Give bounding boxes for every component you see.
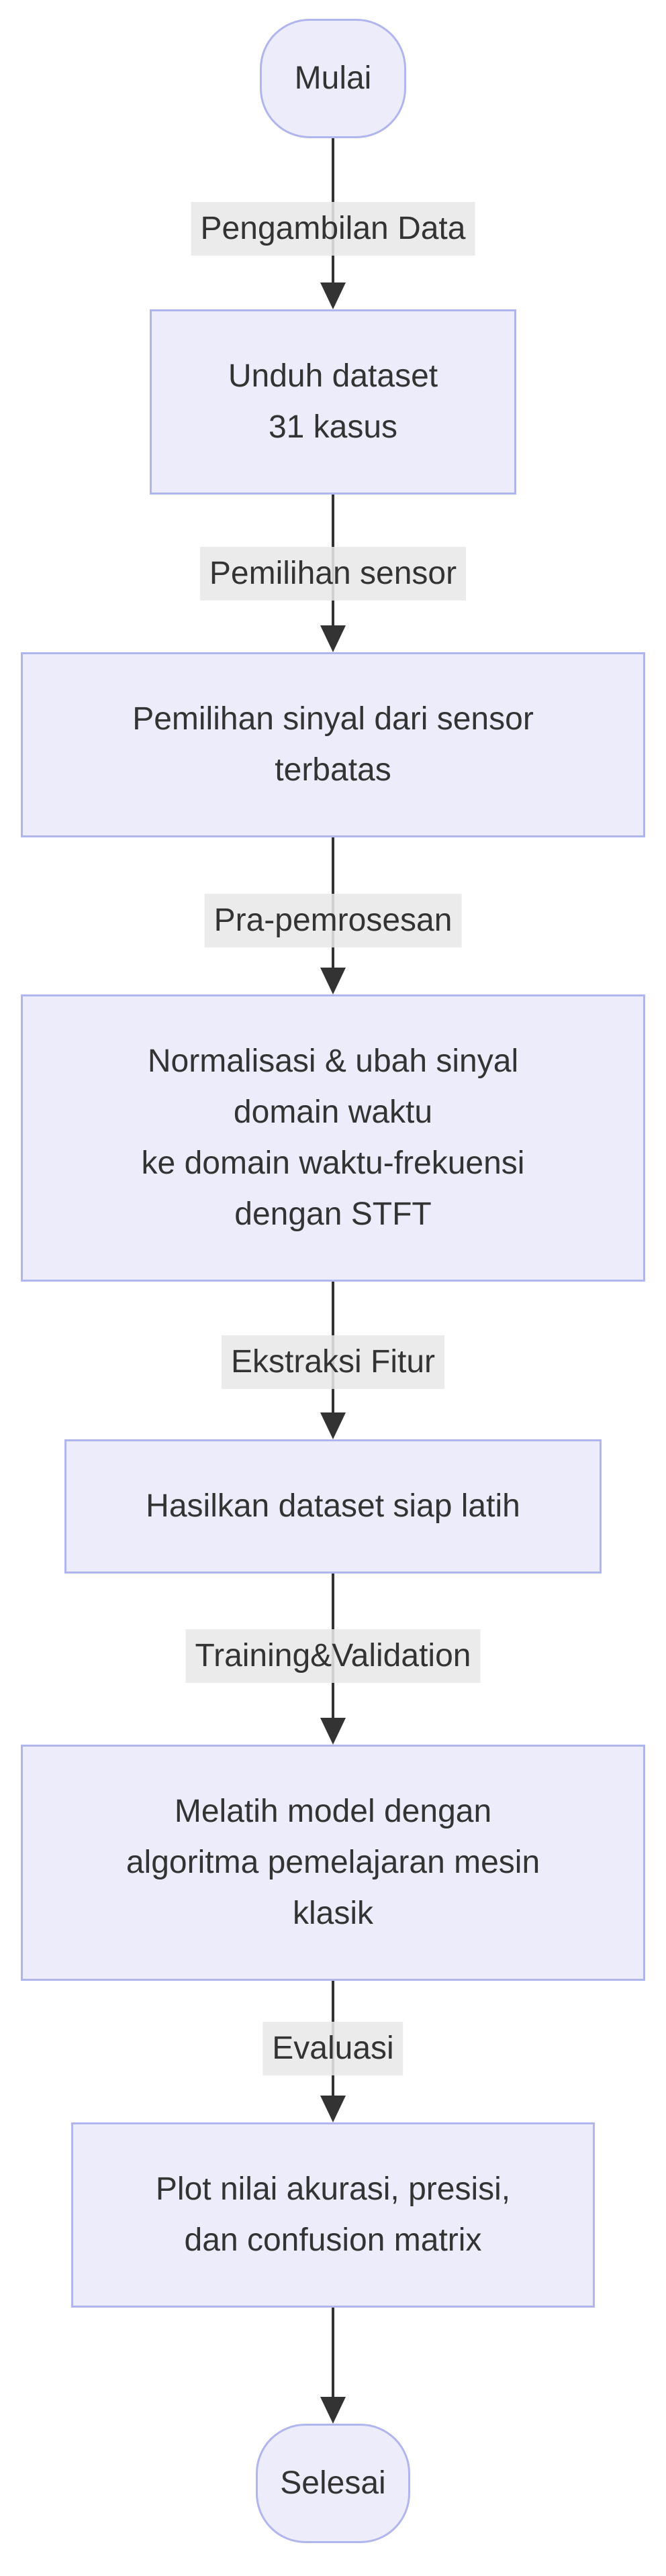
arrowhead-icon (320, 282, 346, 309)
arrowhead-icon (320, 625, 346, 652)
edge-label-pengambilan-data: Pengambilan Data (191, 202, 475, 256)
arrowhead-icon (320, 1412, 346, 1439)
edge-label-pemilihan-sensor: Pemilihan sensor (199, 547, 467, 601)
node-start: Mulai (260, 19, 406, 138)
edge-label-training-validation: Training&Validation (185, 1629, 481, 1683)
node-end: Selesai (256, 2424, 410, 2543)
arrowhead-icon (320, 2096, 346, 2122)
arrowhead-icon (320, 1718, 346, 1745)
edge-label-pra-pemrosesan: Pra-pemrosesan (204, 894, 462, 947)
node-dataset-ready: Hasilkan dataset siap latih (64, 1439, 602, 1574)
arrowhead-icon (320, 968, 346, 994)
edge-label-ekstraksi-fitur: Ekstraksi Fitur (221, 1335, 445, 1389)
node-plot-results: Plot nilai akurasi, presisi,dan confusio… (71, 2122, 595, 2308)
edge-line (332, 2308, 334, 2397)
edge-label-evaluasi: Evaluasi (263, 2022, 403, 2075)
arrowhead-icon (320, 2397, 346, 2424)
